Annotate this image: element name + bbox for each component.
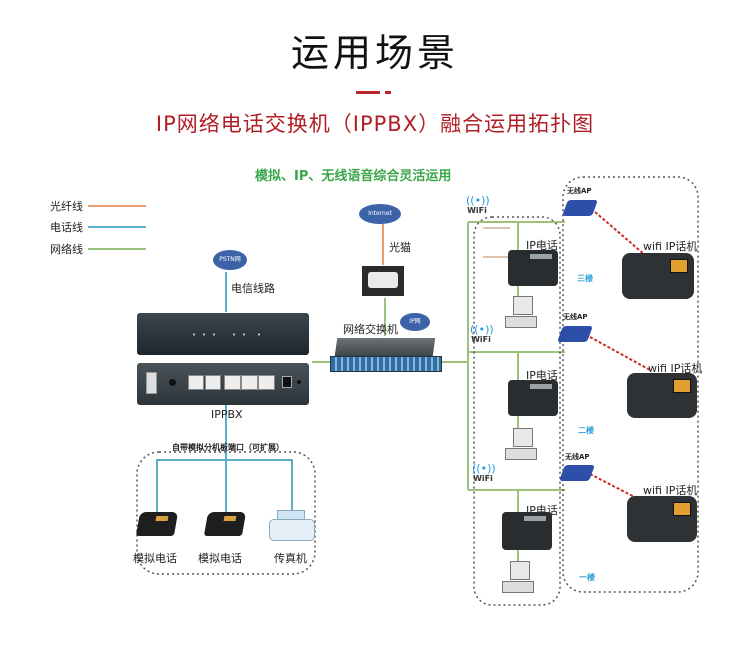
front-leds: • • • • • • <box>192 331 262 339</box>
ip-cloud: IP网 <box>400 313 430 331</box>
analog-device-label: 模拟电话 <box>198 552 242 565</box>
computer-icon <box>505 296 537 328</box>
wifi-ip-phone-label: wifi IP话机 <box>648 362 703 375</box>
power-jack[interactable] <box>282 376 292 388</box>
analog-group-box <box>136 451 316 575</box>
analog-phone-icon <box>203 512 247 536</box>
lan-port[interactable] <box>241 375 258 390</box>
wifi-ip-phone-icon <box>622 253 694 299</box>
floor-label: 二楼 <box>578 426 594 435</box>
wifi-label: WiFi <box>473 474 493 483</box>
fiber-modem-icon <box>362 266 404 296</box>
legend-label: 网络线 <box>50 243 83 256</box>
fax-machine-icon <box>269 510 315 541</box>
wireless-link-floor2 <box>589 336 651 371</box>
wired-floors-box <box>473 216 561 606</box>
diagram-subtitle: IP网络电话交换机（IPPBX）融合运用拓扑图 <box>155 112 595 136</box>
legend-item-network: 网络线 <box>50 241 170 256</box>
ip-phone-label: IP电话 <box>526 239 558 252</box>
wifi-ip-phone-label: wifi IP话机 <box>643 484 698 497</box>
wireless-ap-label: 无线AP <box>567 187 592 195</box>
ip-phone-label: IP电话 <box>526 369 558 382</box>
page-title: 运用场景 <box>290 31 459 75</box>
wifi-ip-phone-icon <box>627 373 697 418</box>
ip-phone-icon <box>508 380 558 416</box>
usb-port[interactable] <box>146 372 157 394</box>
wireless-ap-icon <box>559 465 595 481</box>
wifi-label: WiFi <box>467 206 487 215</box>
legend-label: 光纤线 <box>50 200 83 213</box>
wireless-ap-label: 无线AP <box>563 313 588 321</box>
wifi-icon: ((•)) WiFi <box>470 323 494 344</box>
wireless-floors-box <box>562 176 699 593</box>
title-accent-dot <box>385 91 391 94</box>
telecom-line-label: 电信线路 <box>231 282 275 295</box>
console-port[interactable] <box>224 375 241 390</box>
internet-cloud: Internet <box>359 204 401 224</box>
floor-label: 一楼 <box>579 573 595 582</box>
wifi-ip-phone-icon <box>627 496 697 542</box>
wan-port[interactable] <box>258 375 275 390</box>
rj11-port-1[interactable] <box>188 375 204 390</box>
pstn-cloud-label: PSTN网 <box>219 256 241 263</box>
wifi-icon: ((•)) WiFi <box>466 194 490 215</box>
title-accent-bar <box>356 91 380 94</box>
legend-swatch-network <box>88 248 146 250</box>
switch-label: 网络交换机 <box>343 323 398 336</box>
legend-item-phone: 电话线 <box>50 219 170 234</box>
reset-button[interactable] <box>297 380 301 384</box>
ippbx-rear-panel <box>137 363 309 405</box>
wifi-label: WiFi <box>471 335 491 344</box>
phone-line-analog <box>156 459 293 518</box>
analog-phone-icon <box>135 512 179 536</box>
computer-icon <box>505 428 537 460</box>
wireless-ap-label: 无线AP <box>565 453 590 461</box>
reset-hole[interactable] <box>169 379 176 386</box>
ip-phone-icon <box>502 512 552 550</box>
modem-label: 光猫 <box>389 241 411 254</box>
ip-phone-icon <box>508 250 558 286</box>
ippbx-label: IPPBX <box>211 408 243 421</box>
wireless-ap-icon <box>557 326 593 342</box>
analog-port-label: 自带模拟分机板端口（可扩展） <box>172 443 284 452</box>
legend-swatch-phone <box>88 226 146 228</box>
computer-icon <box>502 561 534 593</box>
ip-cloud-label: IP网 <box>409 318 421 325</box>
ippbx-front-panel: • • • • • • <box>137 313 309 355</box>
wireless-link-floor3 <box>594 211 646 256</box>
diagram-tagline: 模拟、IP、无线语音综合灵活运用 <box>255 169 452 184</box>
analog-device-label: 模拟电话 <box>133 552 177 565</box>
wifi-icon: ((•)) WiFi <box>472 462 496 483</box>
pstn-cloud: PSTN网 <box>213 250 247 270</box>
internet-cloud-label: Internet <box>368 210 392 217</box>
floor-label: 三楼 <box>577 274 593 283</box>
legend-swatch-fiber <box>88 205 146 207</box>
legend-label: 电话线 <box>50 221 83 234</box>
analog-device-label: 传真机 <box>274 552 307 565</box>
wireless-ap-icon <box>562 200 598 216</box>
legend-item-fiber: 光纤线 <box>50 198 170 213</box>
rj11-port-2[interactable] <box>205 375 221 390</box>
wifi-ip-phone-label: wifi IP话机 <box>643 240 698 253</box>
network-switch-icon <box>330 338 442 372</box>
